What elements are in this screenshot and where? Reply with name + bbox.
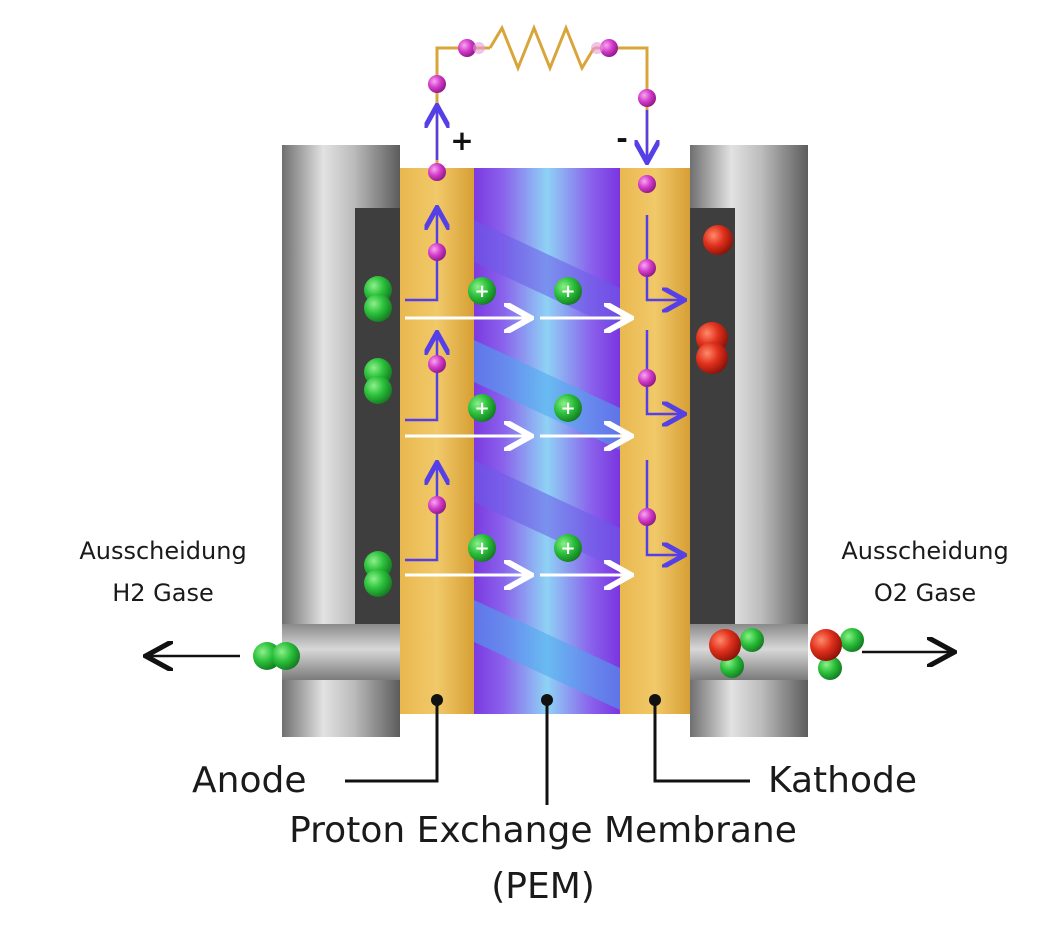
electron <box>638 369 656 387</box>
proton: + <box>554 277 582 305</box>
anode-leader <box>345 700 439 783</box>
pem-label-line1: Proton Exchange Membrane <box>289 810 797 851</box>
h2-output-label-line2: H2 Gase <box>112 579 214 607</box>
o2-output-label-line1: Ausscheidung <box>841 537 1009 565</box>
electron <box>428 243 446 261</box>
o2-molecule <box>696 322 728 374</box>
proton: + <box>468 394 496 422</box>
proton-plus-icon: + <box>474 281 489 302</box>
proton: + <box>554 394 582 422</box>
proton-plus-icon: + <box>474 538 489 559</box>
proton-plus-icon: + <box>560 281 575 302</box>
proton-plus-icon: + <box>474 398 489 419</box>
electron <box>591 39 618 57</box>
gas-exhaust-arrows <box>148 652 952 656</box>
h2-molecule <box>364 551 392 597</box>
electron <box>428 355 446 373</box>
o2-output-label-line2: O2 Gase <box>873 579 977 607</box>
kathode-leader <box>653 700 750 783</box>
pem-membrane <box>474 168 620 714</box>
proton: + <box>554 534 582 562</box>
protons: + + + + + + <box>468 277 582 562</box>
electron <box>458 39 485 57</box>
h2-output-label-line1: Ausscheidung <box>79 537 247 565</box>
cathode-electrode <box>620 168 690 714</box>
proton: + <box>468 277 496 305</box>
label-leader-lines <box>345 694 750 805</box>
electron-flow-arrows <box>405 108 682 560</box>
h2-molecule <box>364 276 392 322</box>
anode-label: Anode <box>192 760 307 801</box>
water-molecule <box>810 628 864 680</box>
proton-plus-icon: + <box>560 398 575 419</box>
electron <box>638 259 656 277</box>
electron <box>638 508 656 526</box>
electron <box>638 175 656 193</box>
hydrogen-molecules <box>253 276 392 670</box>
electrons <box>428 39 656 526</box>
electron <box>638 89 656 107</box>
electron <box>428 496 446 514</box>
proton: + <box>468 534 496 562</box>
kathode-label: Kathode <box>768 760 917 801</box>
h2-molecule <box>364 358 392 404</box>
oxygen-molecules <box>696 225 864 680</box>
pem-label-line2: (PEM) <box>491 866 595 907</box>
proton-plus-icon: + <box>560 538 575 559</box>
electron <box>428 163 446 181</box>
anode-housing <box>282 145 400 737</box>
proton-flow-arrows <box>405 318 628 575</box>
resistor-icon <box>488 23 596 73</box>
h2-molecule <box>253 642 300 670</box>
plus-terminal-sign: + <box>450 124 473 157</box>
minus-terminal-sign: - <box>616 122 628 155</box>
o2-molecule <box>703 225 733 255</box>
water-molecule <box>709 628 764 678</box>
electron <box>428 75 446 93</box>
